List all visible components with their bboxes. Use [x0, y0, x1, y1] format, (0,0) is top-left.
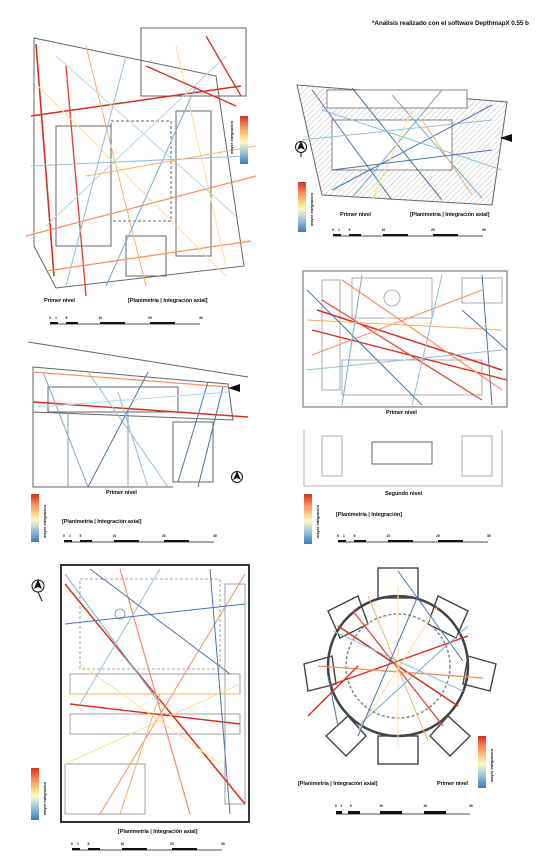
scale-tick-label: 10: [381, 228, 386, 232]
legend-label-4: mayor integración: [316, 505, 320, 538]
legend-ramp-5: [31, 768, 39, 820]
scale-tick-label: 1: [340, 804, 343, 808]
panel-1-label-right: [Planimetría | Integración axial]: [128, 298, 208, 304]
scale-tick-label: 5: [348, 228, 351, 232]
scale-tick-label: 1: [69, 534, 71, 538]
panel-3-label-center: Primer nivel: [106, 490, 137, 496]
legend-label-3: mayor integración: [43, 505, 47, 538]
scale-tick-label: 0: [335, 804, 337, 808]
legend-ramp-4: [304, 494, 312, 544]
scale-tick-label: 0: [332, 228, 334, 232]
scale-tick-label: 30: [221, 842, 225, 846]
plan-panel-2: [296, 84, 508, 206]
scale-tick-label: 1: [338, 228, 340, 232]
panel-4-label-bottom: Segundo nivel: [385, 491, 422, 497]
scale-tick-label: 20: [148, 316, 152, 320]
scale-tick-label: 20: [170, 842, 174, 846]
legend-label-5: mayor integración: [43, 782, 47, 815]
panel-2-label-left: Primer nivel: [340, 212, 371, 218]
scale-tick-label: 30: [199, 316, 203, 320]
scale-tick-label: 5: [87, 842, 90, 846]
scale-tick-label: 10: [379, 804, 383, 808]
plan-panel-1: [25, 27, 257, 297]
panel-4-label-top: Primer nivel: [386, 410, 417, 416]
plan-panel-4b: [303, 430, 503, 487]
panel-1-label-left: Primer nivel: [44, 298, 75, 304]
legend-ramp-6: [478, 736, 486, 788]
scale-tick-label: 10: [386, 534, 391, 538]
scale-tick-label: 30: [482, 228, 486, 232]
legend-label-2: mayor integración: [310, 193, 314, 226]
scale-tick-label: 5: [349, 804, 352, 808]
north-arrow-3: [231, 471, 243, 483]
legend-label-1: mayor integración: [230, 121, 234, 154]
scale-tick-label: 10: [98, 316, 103, 320]
scale-tick-label: 1: [343, 534, 345, 538]
plan-panel-4: [302, 270, 508, 408]
legend-ramp-3: [31, 494, 39, 542]
scale-tick-label: 20: [436, 534, 440, 538]
scale-tick-label: 1: [55, 316, 57, 320]
scale-tick-label: 5: [65, 316, 68, 320]
panel-6-label-left: [Planimetría | Integración axial]: [298, 781, 378, 787]
legend-label-6: mayor integración: [490, 749, 494, 782]
scale-tick-label: 0: [63, 534, 65, 538]
scale-tick-label: 30: [213, 534, 217, 538]
scale-tick-label: 30: [487, 534, 491, 538]
legend-ramp-1: [240, 116, 248, 164]
header-note: *Análisis realizado con el software Dept…: [372, 20, 529, 27]
scale-tick-label: 20: [162, 534, 166, 538]
scale-tick-label: 0: [71, 842, 73, 846]
plan-panel-6: [303, 567, 497, 765]
scale-tick-label: 20: [423, 804, 428, 808]
panel-3-label-right: [Planimetría | Integración axial]: [62, 519, 142, 525]
panel-6-label-right: Primer nivel: [437, 781, 468, 787]
panel-2-label-right: [Planimetría | Integración axial]: [410, 212, 490, 218]
scale-tick-label: 5: [79, 534, 82, 538]
scale-tick-label: 10: [112, 534, 117, 538]
scale-tick-label: 30: [469, 804, 473, 808]
panel-5-label-bottom: [Planimetría | Integración axial]: [118, 829, 198, 835]
plan-panel-3: [27, 341, 249, 488]
scale-tick-label: 0: [49, 316, 51, 320]
plan-panel-5: [60, 564, 250, 823]
scale-tick-label: 5: [353, 534, 356, 538]
legend-ramp-2: [298, 182, 306, 232]
scale-tick-label: 20: [431, 228, 435, 232]
compass-icon-3: [228, 384, 240, 392]
north-arrow-5: [31, 579, 45, 602]
scale-tick-label: 10: [120, 842, 125, 846]
compass-icon-2: [500, 134, 512, 142]
north-arrow-2: [295, 141, 307, 157]
panel-4-label-right: [Planimetría | Integración]: [336, 512, 403, 518]
scale-tick-label: 1: [77, 842, 79, 846]
scale-tick-label: 0: [337, 534, 339, 538]
